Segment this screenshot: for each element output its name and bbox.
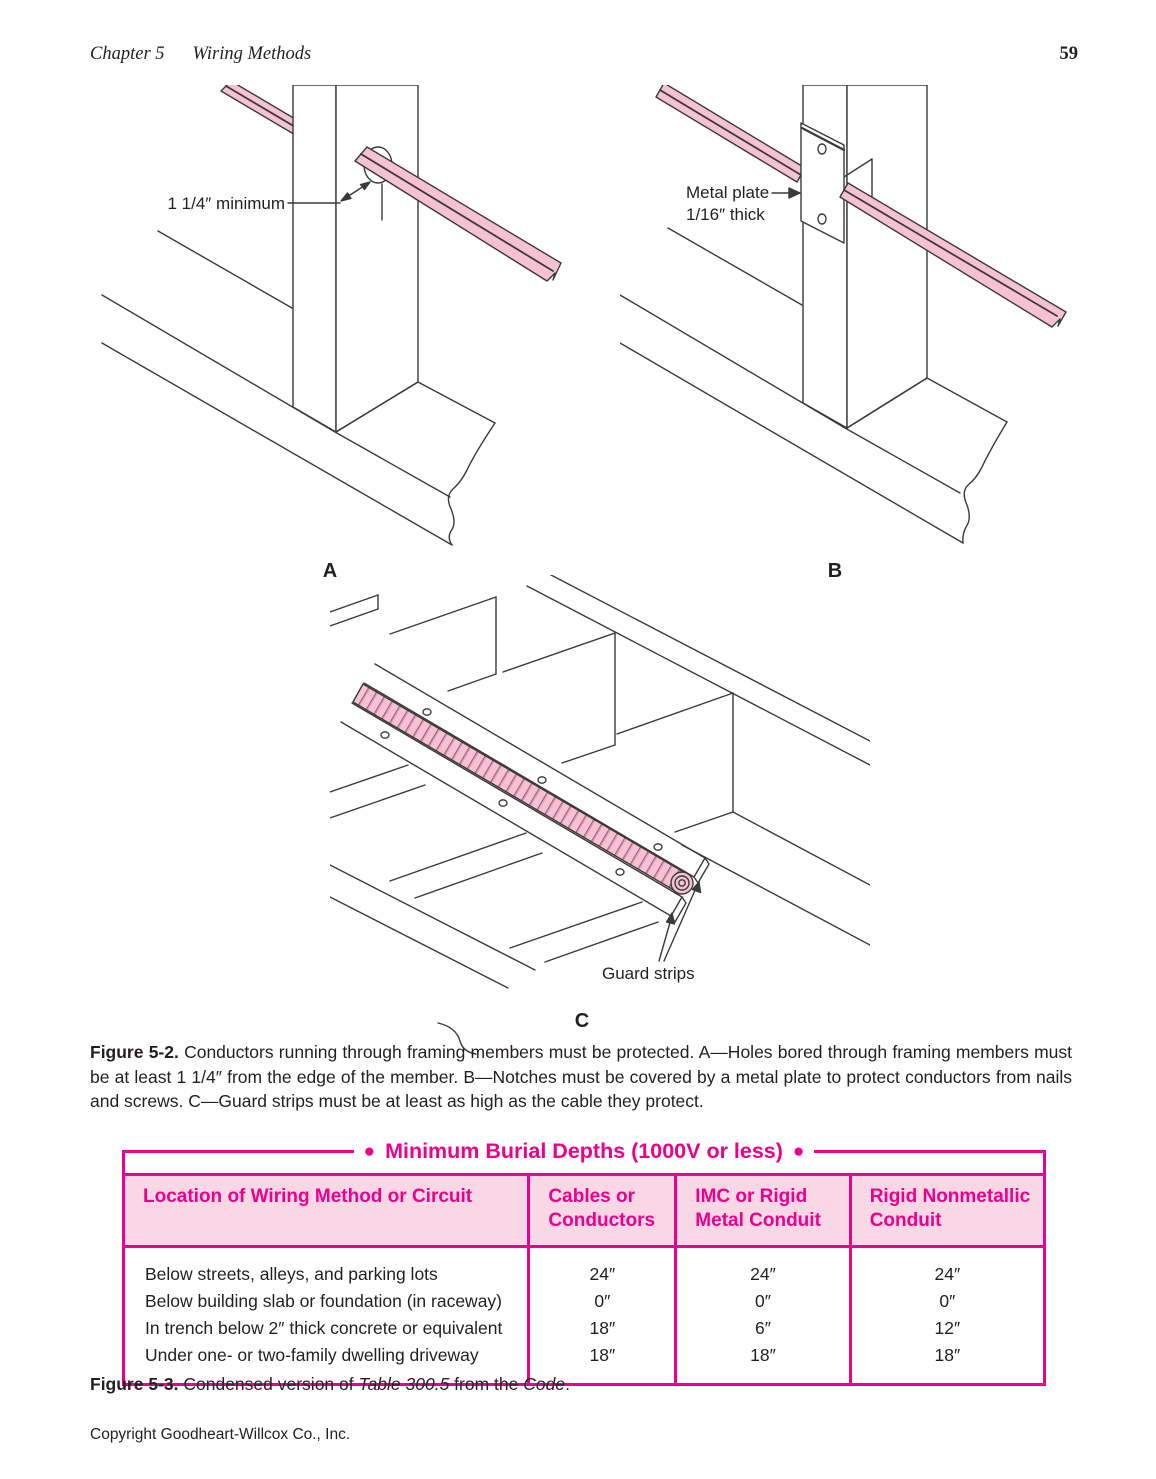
table-cell: 24″ <box>674 1246 851 1288</box>
burial-depths-table: Location of Wiring Method or Circuit Cab… <box>125 1173 1043 1383</box>
screw-hole <box>653 843 663 851</box>
chapter-title: Wiring Methods <box>192 44 312 64</box>
screw-hole <box>380 731 390 739</box>
screw-hole <box>537 776 547 784</box>
figure-c-guard-strips-illustration: Guard strips C <box>330 575 870 1055</box>
metal-plate <box>800 122 846 244</box>
table-cell: 24″ <box>527 1246 676 1288</box>
table-cell: 18″ <box>527 1315 676 1342</box>
floor-joists <box>330 594 870 1055</box>
chapter-heading: Chapter 5 Wiring Methods <box>90 44 311 65</box>
sole-plate <box>101 230 496 546</box>
chapter-number: Chapter 5 <box>90 44 165 64</box>
screw-hole <box>498 799 508 807</box>
figure-5-3-label: Figure 5-3. <box>90 1374 179 1394</box>
cable-end-coil <box>670 871 694 895</box>
figure-5-2-text: Conductors running through framing membe… <box>90 1042 1072 1111</box>
table-cell: 18″ <box>674 1342 851 1383</box>
stud-front-face <box>292 85 337 433</box>
figure-5-3-caption: Figure 5-3. Condensed version of Table 3… <box>90 1374 570 1395</box>
header-row: Location of Wiring Method or Circuit Cab… <box>125 1173 1043 1248</box>
table-row: Under one- or two-family dwelling drivew… <box>125 1342 1043 1383</box>
table-cell: 18″ <box>848 1342 1043 1383</box>
armored-cable <box>352 683 694 895</box>
nail-hole <box>817 213 827 225</box>
stud-side-face <box>846 85 928 429</box>
guard-strips-arrows <box>658 881 702 962</box>
metal-plate-annotation-line1: Metal plate <box>686 183 769 202</box>
column-header: IMC or Rigid Metal Conduit <box>674 1173 851 1248</box>
rim-joist <box>526 575 870 766</box>
copyright-notice: Copyright Goodheart-Willcox Co., Inc. <box>90 1426 351 1443</box>
table-cell: Below building slab or foundation (in ra… <box>145 1291 503 1311</box>
cable-left-segment <box>655 85 806 183</box>
column-header: Location of Wiring Method or Circuit <box>125 1173 529 1248</box>
table-title: ● Minimum Burial Depths (1000V or less) ● <box>353 1139 815 1163</box>
metal-plate-arrow <box>771 187 801 199</box>
figure-c-letter: C <box>575 1010 589 1032</box>
screw-hole <box>615 868 625 876</box>
guard-strip-back <box>363 663 710 884</box>
table-cell: 6″ <box>674 1315 851 1342</box>
figure-5-2-caption: Figure 5-2. Conductors running through f… <box>90 1040 1072 1114</box>
table-cell: 24″ <box>848 1246 1043 1288</box>
bullet-icon: ● <box>363 1141 376 1162</box>
min-distance-annotation: 1 1/4″ minimum <box>168 194 286 213</box>
guard-strip-front <box>340 702 687 923</box>
table-cell: Below streets, alleys, and parking lots <box>145 1264 438 1284</box>
screw-hole <box>422 708 432 716</box>
stud-side-face <box>335 85 419 433</box>
figure-5-3-text: from the <box>449 1374 524 1394</box>
nail-hole <box>817 143 827 155</box>
burial-depths-table-box: ● Minimum Burial Depths (1000V or less)● … <box>122 1139 1046 1386</box>
figure-a-letter: A <box>323 560 337 582</box>
cable-right-segment <box>839 182 1067 328</box>
table-cell: Under one- or two-family dwelling drivew… <box>145 1345 479 1365</box>
figure-5-2-label: Figure 5-2. <box>90 1042 179 1062</box>
sole-plate <box>620 227 1008 544</box>
bullet-icon: ● <box>792 1141 805 1162</box>
table-cell: 0″ <box>674 1288 851 1315</box>
column-header: Rigid Nonmetallic Conduit <box>848 1173 1043 1248</box>
table-title-text: Minimum Burial Depths (1000V or less) <box>385 1139 783 1163</box>
cable-lower-segment <box>354 146 562 282</box>
table-300-5-reference: Table 300.5 <box>358 1374 450 1394</box>
figure-b-metal-plate-illustration: Metal plate 1/16″ thick B <box>620 85 1067 582</box>
dimension-arrow <box>287 181 371 204</box>
table-cell: In trench below 2″ thick concrete or equ… <box>145 1318 503 1338</box>
guard-strips-annotation: Guard strips <box>602 964 695 983</box>
table-cell: 12″ <box>848 1315 1043 1342</box>
table-cell: 0″ <box>848 1288 1043 1315</box>
table-row: Below streets, alleys, and parking lots … <box>125 1246 1043 1288</box>
burial-depths-table-wrap: ● Minimum Burial Depths (1000V or less)● … <box>122 1139 1046 1386</box>
figure-b-letter: B <box>828 560 842 582</box>
table-cell: 18″ <box>527 1342 676 1383</box>
table-row: In trench below 2″ thick concrete or equ… <box>125 1315 1043 1342</box>
table-cell: 0″ <box>527 1288 676 1315</box>
running-head: Chapter 5 Wiring Methods 59 <box>90 44 1078 65</box>
page-number: 59 <box>1059 44 1079 64</box>
figure-5-3-text: Condensed version of <box>178 1374 359 1394</box>
table-title-bar: ● Minimum Burial Depths (1000V or less) ● <box>125 1137 1043 1168</box>
column-header: Cables or Conductors <box>527 1173 676 1248</box>
figure-5-3-text: . <box>565 1374 570 1394</box>
metal-plate-annotation-line2: 1/16″ thick <box>686 205 765 224</box>
table-row: Below building slab or foundation (in ra… <box>125 1288 1043 1315</box>
figure-a-bored-hole-illustration: 1 1/4″ minimum A <box>101 85 562 582</box>
code-reference: Code <box>523 1374 566 1394</box>
